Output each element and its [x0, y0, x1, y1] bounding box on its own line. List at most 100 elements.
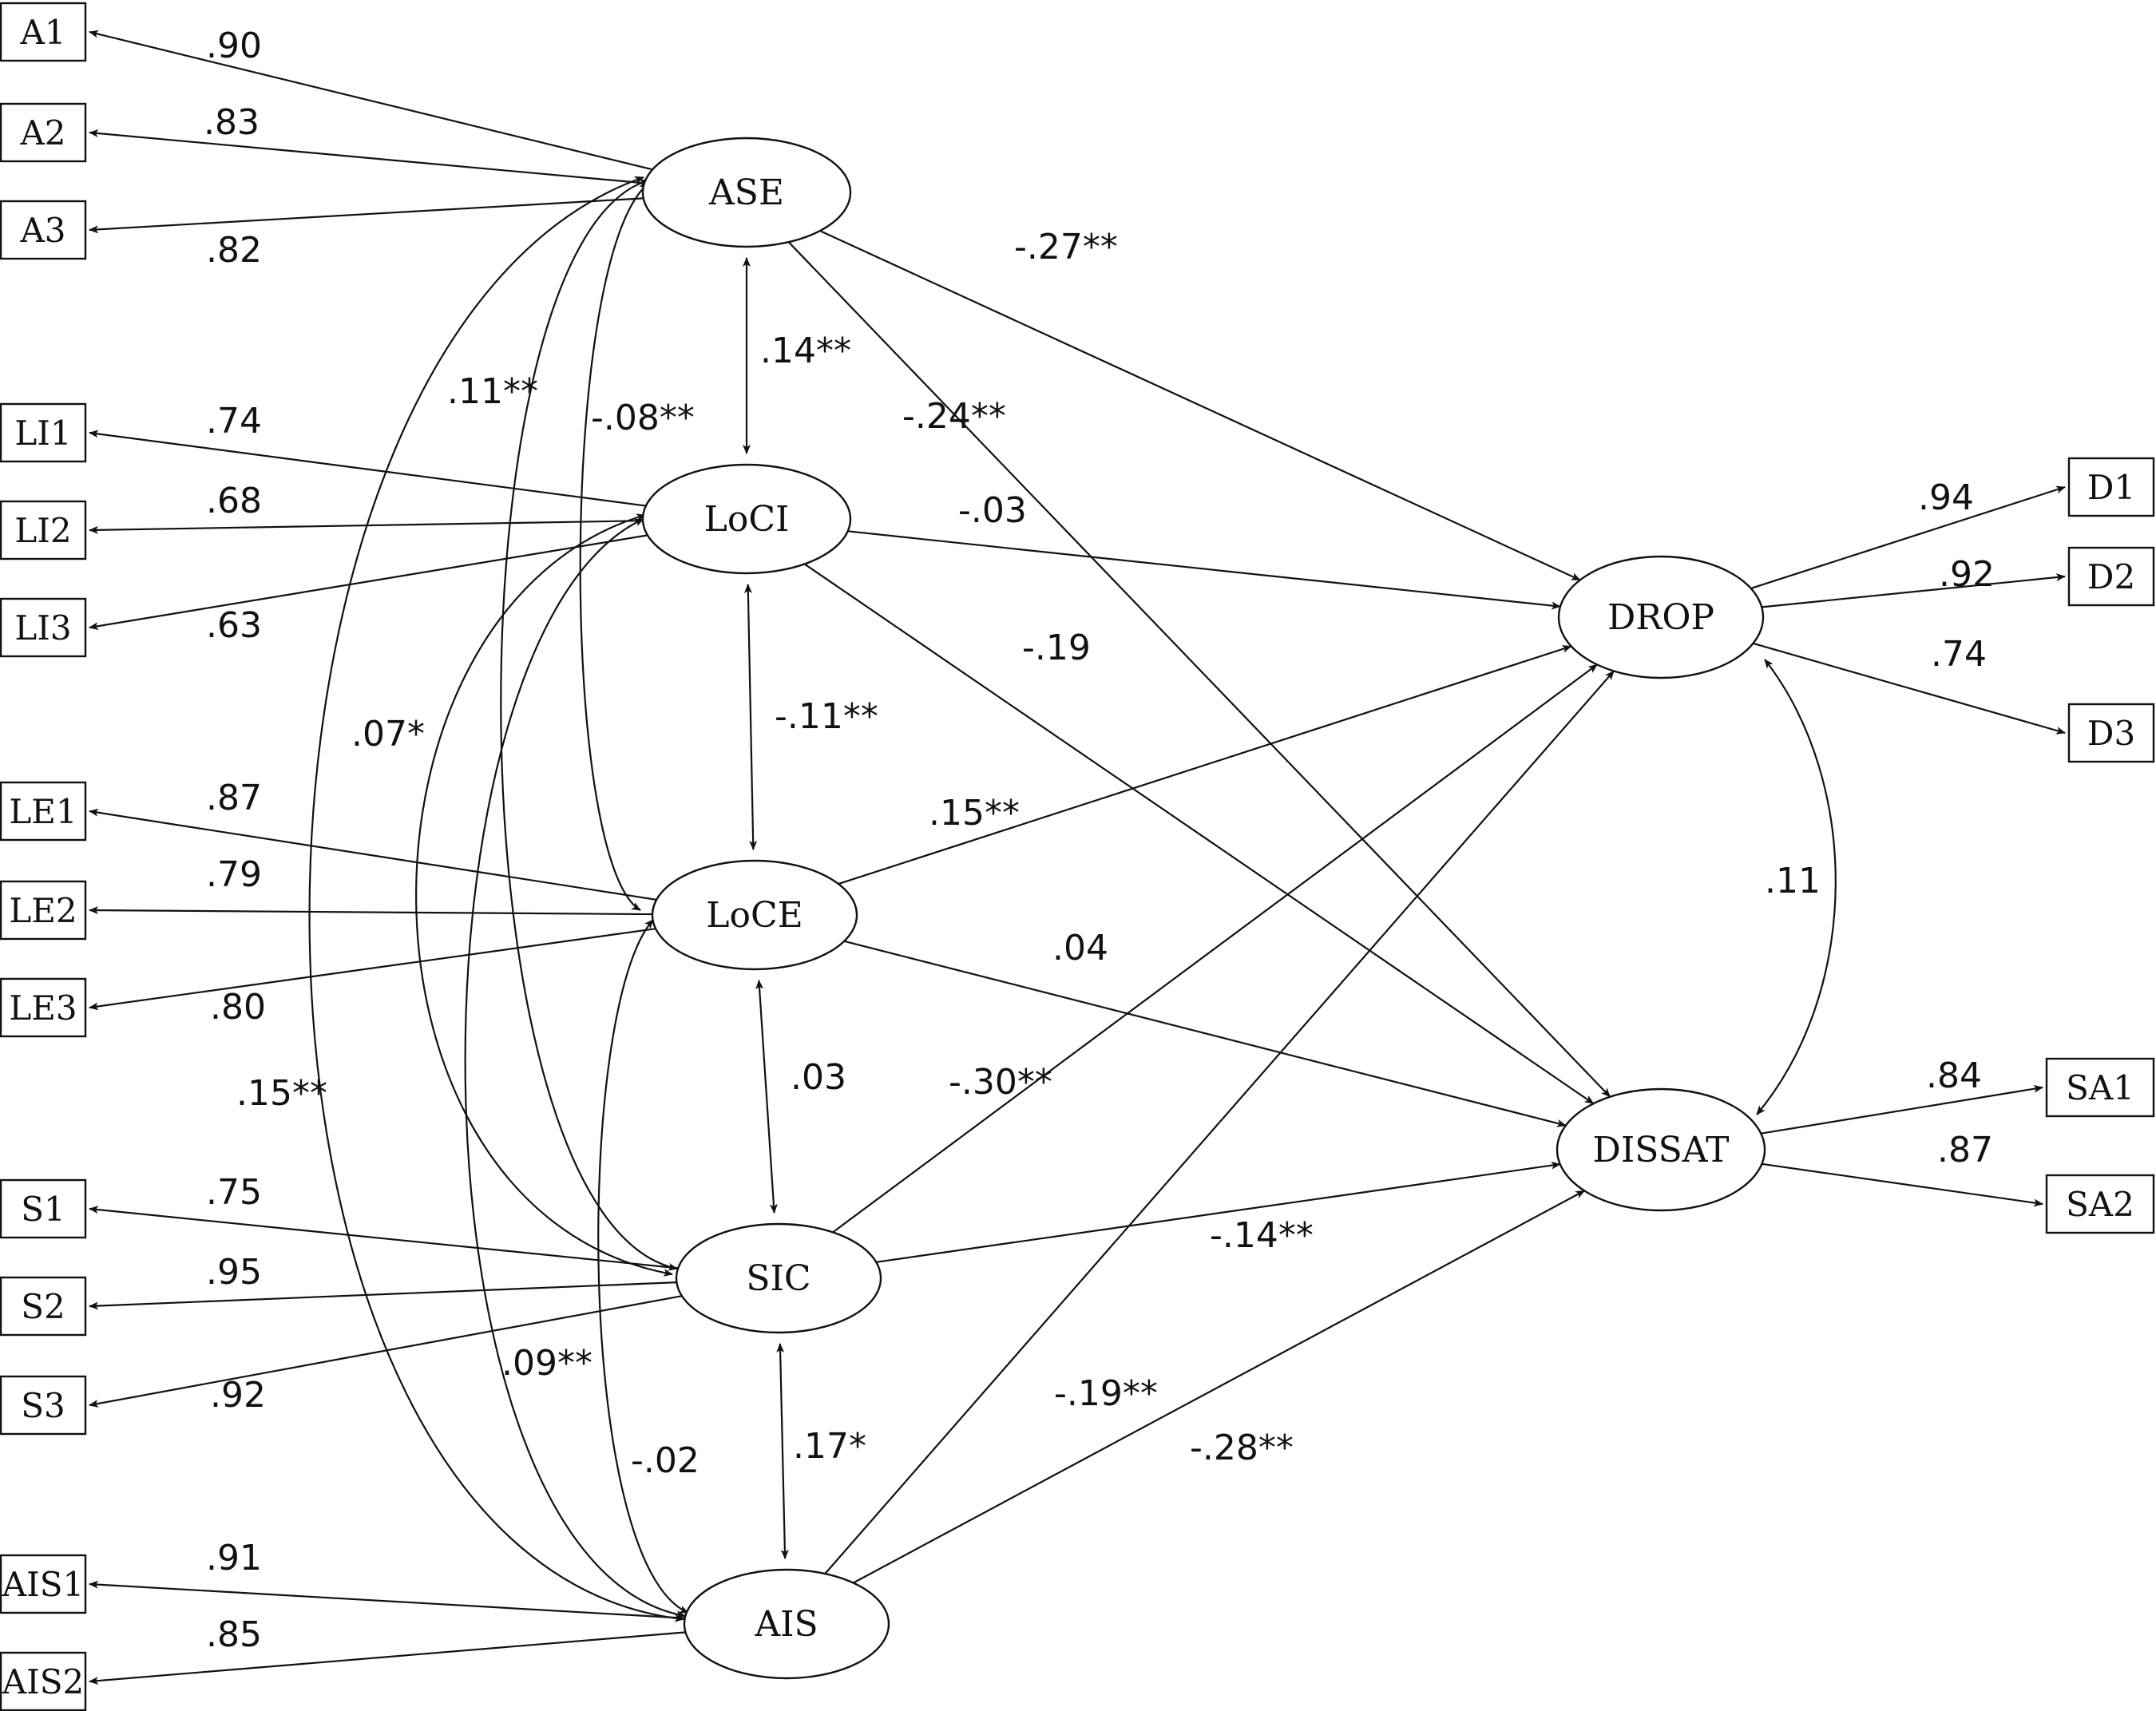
indicator-box-ais2 [0, 1651, 87, 1711]
indicator-label-d3: D3 [2087, 714, 2135, 753]
latent-node-ase [641, 137, 852, 248]
indicator-box-a1 [0, 2, 87, 62]
corr-drop-dissat-coef: .11 [1765, 861, 1821, 901]
loading-value-li1: .74 [206, 401, 262, 442]
corr-drop-dissat-arrow [1756, 659, 1837, 1115]
indicator-box-le1 [0, 781, 87, 842]
path-coef-loci-drop: -.03 [958, 490, 1027, 531]
latent-node-loce [651, 859, 858, 971]
indicator-box-d1 [2067, 457, 2155, 517]
corr-ase-sic-coef: .11** [447, 371, 538, 412]
path-arrow-sic-drop [832, 663, 1598, 1234]
latent-node-drop [1557, 555, 1765, 679]
loading-arrow-s2 [89, 1281, 677, 1310]
corr-loci-loce-arrow [743, 583, 758, 851]
loading-value-d3: .74 [1931, 634, 1987, 675]
path-arrow-loce-dissat [843, 940, 1567, 1127]
loading-arrow-a2 [89, 129, 645, 184]
loading-value-d1: .94 [1918, 477, 1974, 518]
indicator-label-le2: LE2 [9, 891, 77, 930]
indicator-box-sa2 [2045, 1174, 2155, 1234]
loading-arrow-le3 [89, 928, 656, 1011]
indicator-box-a2 [0, 102, 87, 163]
loading-value-li2: .68 [206, 481, 262, 521]
indicator-label-a1: A1 [19, 13, 65, 52]
loading-value-s3: .92 [210, 1375, 266, 1416]
loading-arrow-li3 [89, 534, 648, 631]
indicator-box-d2 [2067, 546, 2155, 607]
indicator-box-sa1 [2045, 1057, 2155, 1118]
path-coef-loci-dissat: -.19 [1022, 628, 1091, 668]
indicator-box-li1 [0, 402, 87, 463]
loading-value-ais1: .91 [206, 1538, 262, 1578]
latent-label-drop: DROP [1607, 597, 1714, 638]
corr-ase-ais-coef: .15** [236, 1073, 327, 1114]
indicator-label-d2: D2 [2087, 557, 2135, 596]
indicator-box-le2 [0, 880, 87, 941]
indicator-label-li1: LI1 [14, 414, 71, 453]
path-coef-ais-drop: -.19** [1054, 1373, 1158, 1414]
indicator-box-s1 [0, 1178, 87, 1239]
loading-value-d2: .92 [1939, 554, 1995, 595]
indicator-label-s1: S1 [21, 1190, 65, 1229]
indicator-label-ais1: AIS1 [2, 1565, 84, 1604]
indicator-box-li3 [0, 597, 87, 658]
path-arrow-ais-dissat [853, 1190, 1586, 1584]
latent-label-sic: SIC [746, 1258, 810, 1299]
indicator-box-a3 [0, 200, 87, 260]
latent-node-dissat [1556, 1087, 1766, 1212]
loading-arrow-d2 [1762, 573, 2066, 608]
indicator-label-le3: LE3 [9, 988, 77, 1028]
latent-label-loce: LoCE [706, 895, 803, 936]
loading-value-s1: .75 [206, 1172, 262, 1213]
latent-label-ais: AIS [754, 1604, 818, 1645]
indicator-box-li2 [0, 500, 87, 560]
loading-value-le1: .87 [206, 778, 262, 818]
indicator-label-a3: A3 [19, 211, 65, 250]
indicator-label-a2: A2 [19, 113, 65, 152]
latent-label-ase: ASE [708, 172, 784, 213]
path-arrow-sic-dissat [876, 1161, 1561, 1263]
corr-loce-sic-arrow [755, 979, 778, 1214]
corr-loci-sic-coef: .07* [351, 714, 425, 755]
loading-arrow-ais2 [89, 1631, 686, 1685]
loading-value-sa1: .84 [1926, 1056, 1982, 1096]
indicator-label-s3: S3 [21, 1386, 65, 1425]
corr-loci-loce-coef: -.11** [775, 696, 878, 737]
loading-arrow-s1 [89, 1206, 679, 1269]
corr-ase-loce-arrow [579, 183, 649, 911]
indicator-label-sa2: SA2 [2066, 1185, 2134, 1224]
loading-arrow-d3 [1753, 642, 2066, 735]
path-coef-ase-dissat: -.24** [902, 396, 1006, 437]
corr-sic-ais-coef: .17* [793, 1426, 866, 1467]
corr-loci-ais-arrow [464, 518, 686, 1618]
path-coef-loce-drop: .15** [929, 793, 1020, 834]
latent-label-loci: LoCI [704, 499, 790, 540]
path-arrow-ais-drop [824, 670, 1615, 1574]
latent-label-dissat: DISSAT [1593, 1130, 1730, 1170]
path-arrow-ase-dissat [787, 241, 1611, 1098]
loading-value-a3: .82 [206, 230, 262, 271]
corr-loce-sic-coef: .03 [791, 1057, 846, 1098]
path-coef-ais-dissat: -.28** [1190, 1428, 1294, 1468]
corr-ase-ais-arrow [308, 176, 684, 1622]
loading-value-le2: .79 [206, 854, 262, 895]
loading-arrow-d1 [1750, 485, 2066, 590]
path-coef-sic-drop: -.30** [949, 1062, 1052, 1103]
corr-loci-sic-arrow [415, 513, 673, 1277]
indicator-box-d3 [2067, 703, 2155, 763]
indicator-label-s2: S2 [21, 1287, 65, 1326]
path-arrow-loci-dissat [803, 563, 1595, 1105]
indicator-box-ais1 [0, 1554, 87, 1614]
path-coef-ase-drop: -.27** [1014, 227, 1118, 267]
indicator-label-le1: LE1 [9, 792, 77, 831]
loading-arrow-le1 [89, 808, 657, 901]
indicator-label-li2: LI2 [14, 511, 71, 550]
indicator-label-sa1: SA1 [2066, 1068, 2134, 1107]
path-coef-loce-dissat: .04 [1052, 928, 1108, 968]
corr-ase-sic-arrow [500, 179, 678, 1271]
indicator-label-li3: LI3 [14, 608, 71, 648]
indicator-box-le3 [0, 977, 87, 1038]
latent-node-sic [675, 1222, 882, 1334]
